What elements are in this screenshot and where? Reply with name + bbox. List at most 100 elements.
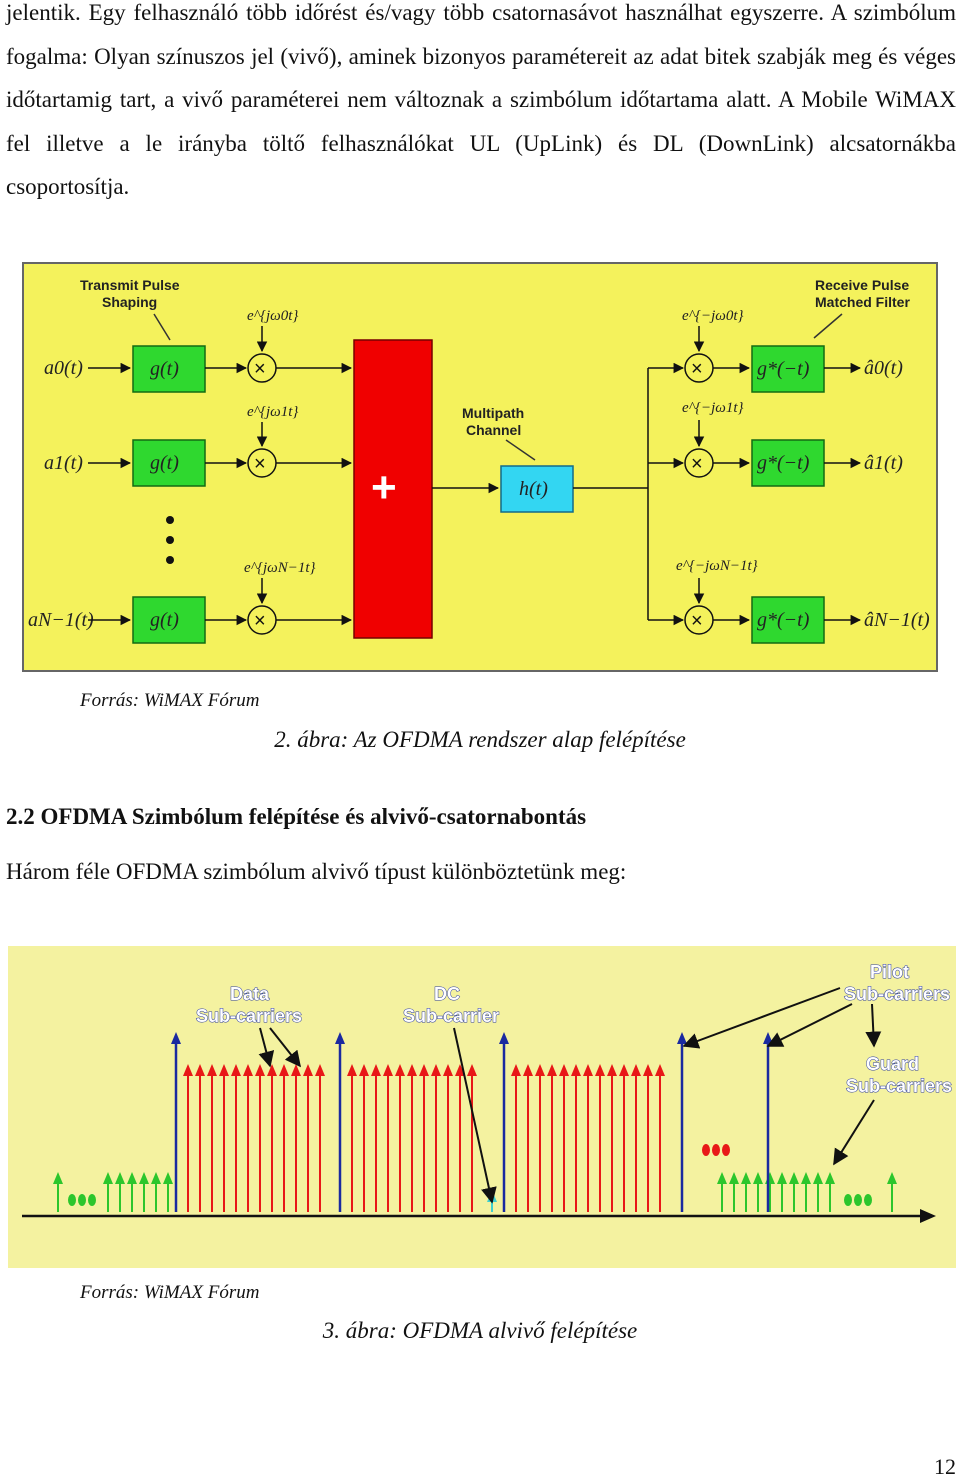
data-subcarrier-head xyxy=(267,1064,277,1076)
guard-subcarrier-head xyxy=(163,1172,173,1184)
output-signal: â0(t) xyxy=(864,357,903,379)
page-number: 12 xyxy=(934,1454,956,1479)
tx-row-n: aN−1(t) g(t) × e^{jωN−1t} xyxy=(28,560,353,644)
data-subcarrier-head xyxy=(407,1064,417,1076)
input-signal: a1(t) xyxy=(44,452,83,474)
rx-filter-block xyxy=(751,345,825,393)
data-dots xyxy=(712,1144,720,1156)
data-subcarrier-head xyxy=(219,1064,229,1076)
pilot-subcarrier-head xyxy=(171,1032,181,1044)
guard-subcarrier-head xyxy=(741,1172,751,1184)
tx-exponent: e^{jωN−1t} xyxy=(244,560,316,576)
data-subcarrier-head xyxy=(583,1064,593,1076)
data-subcarrier-head xyxy=(419,1064,429,1076)
data-subcarrier-head xyxy=(291,1064,301,1076)
multiply-symbol: × xyxy=(691,358,703,380)
rx-exponent: e^{−jω0t} xyxy=(682,308,744,324)
tx-filter-label: g(t) xyxy=(150,609,179,631)
multiply-symbol: × xyxy=(254,453,266,475)
vertical-dots-icon xyxy=(166,516,174,564)
data-subcarrier-head xyxy=(535,1064,545,1076)
data-subcarrier-head xyxy=(523,1064,533,1076)
diagram-background xyxy=(8,946,956,1268)
multiply-symbol: × xyxy=(691,453,703,475)
data-subcarrier-head xyxy=(607,1064,617,1076)
pilot-subcarrier-head xyxy=(499,1032,509,1044)
output-signal: â1(t) xyxy=(864,452,903,474)
guard-subcarrier-head xyxy=(151,1172,161,1184)
data-subcarrier-head xyxy=(207,1064,217,1076)
rx-filter-block xyxy=(751,596,825,644)
multiply-symbol: × xyxy=(254,610,266,632)
sum-block xyxy=(353,339,433,639)
tx-exponent: e^{jω1t} xyxy=(247,404,298,420)
data-subcarrier-head xyxy=(359,1064,369,1076)
data-subcarrier-head xyxy=(619,1064,629,1076)
data-subcarrier-head xyxy=(183,1064,193,1076)
data-subcarrier-head xyxy=(455,1064,465,1076)
data-subcarrier-head xyxy=(631,1064,641,1076)
dc-label: DC xyxy=(434,984,460,1004)
rx-row-n: × e^{−jωN−1t} g*(−t) âN−1(t) xyxy=(648,558,930,644)
tx-filter-block xyxy=(132,439,206,487)
data-subcarrier-head xyxy=(443,1064,453,1076)
data-subcarrier-head xyxy=(383,1064,393,1076)
tx-row-1: a1(t) g(t) × e^{jω1t} xyxy=(44,404,353,487)
multiply-symbol: × xyxy=(254,358,266,380)
guard-label: Guard xyxy=(866,1054,919,1074)
rx-filter-label: g*(−t) xyxy=(757,452,810,474)
dc-label-2: Sub-carrier xyxy=(403,1006,499,1026)
channel-block xyxy=(500,465,574,513)
section-text: Három féle OFDMA szimbólum alvivő típust… xyxy=(6,859,627,884)
guard-subcarrier-head xyxy=(887,1172,897,1184)
data-subcarrier-head xyxy=(511,1064,521,1076)
rx-filter-label: g*(−t) xyxy=(757,609,810,631)
guard-subcarrier-head xyxy=(717,1172,727,1184)
channel-label: h(t) xyxy=(519,478,548,500)
figure2-source: Forrás: WiMAX Fórum xyxy=(80,1282,260,1303)
tx-exponent: e^{jω0t} xyxy=(247,308,298,324)
rx-exponent: e^{−jω1t} xyxy=(682,400,744,416)
figure1-source: Forrás: WiMAX Fórum xyxy=(80,690,260,711)
data-subcarrier-head xyxy=(255,1064,265,1076)
guard-dots xyxy=(864,1194,872,1206)
multipath-label-2: Channel xyxy=(466,422,521,438)
rx-row-1: × e^{−jω1t} g*(−t) â1(t) xyxy=(648,400,903,487)
guard-subcarrier-head xyxy=(115,1172,125,1184)
data-subcarrier-head xyxy=(195,1064,205,1076)
data-subcarrier-head xyxy=(431,1064,441,1076)
tx-filter-block xyxy=(132,345,206,393)
multipath-label: Multipath xyxy=(462,405,524,421)
data-subcarrier-head xyxy=(279,1064,289,1076)
guard-subcarrier-head xyxy=(777,1172,787,1184)
guard-subcarrier-head xyxy=(127,1172,137,1184)
receive-label-2: Matched Filter xyxy=(815,294,910,310)
pilot-subcarrier-head xyxy=(335,1032,345,1044)
data-subcarrier-head xyxy=(315,1064,325,1076)
pilot-label-2: Sub-carriers xyxy=(844,984,950,1004)
rx-filter-label: g*(−t) xyxy=(757,358,810,380)
input-signal: aN−1(t) xyxy=(28,609,94,631)
data-subcarrier-head xyxy=(595,1064,605,1076)
data-subcarrier-head xyxy=(547,1064,557,1076)
frequency-axis-arrow-icon xyxy=(920,1209,936,1223)
input-signal: a0(t) xyxy=(44,357,83,379)
data-subcarrier-head xyxy=(643,1064,653,1076)
transmit-label-2: Shaping xyxy=(102,294,157,310)
data-label-2: Sub-carriers xyxy=(196,1006,302,1026)
guard-subcarrier-head xyxy=(139,1172,149,1184)
data-subcarrier-head xyxy=(347,1064,357,1076)
guard-subcarrier-head xyxy=(753,1172,763,1184)
rx-exponent: e^{−jωN−1t} xyxy=(676,558,758,574)
transmit-label: Transmit Pulse xyxy=(80,277,180,293)
receive-label: Receive Pulse xyxy=(815,277,909,293)
guard-label-2: Sub-carriers xyxy=(846,1076,952,1096)
guard-dots xyxy=(68,1194,76,1206)
tx-filter-label: g(t) xyxy=(150,358,179,380)
subcarrier-diagram: Data Sub-carriers DC Sub-carrier Pilot S… xyxy=(8,946,956,1268)
tx-filter-label: g(t) xyxy=(150,452,179,474)
guard-dots xyxy=(854,1194,862,1206)
ofdma-system-diagram: Transmit Pulse Shaping Receive Pulse Mat… xyxy=(22,262,938,672)
guard-subcarrier-head xyxy=(801,1172,811,1184)
data-dots xyxy=(722,1144,730,1156)
